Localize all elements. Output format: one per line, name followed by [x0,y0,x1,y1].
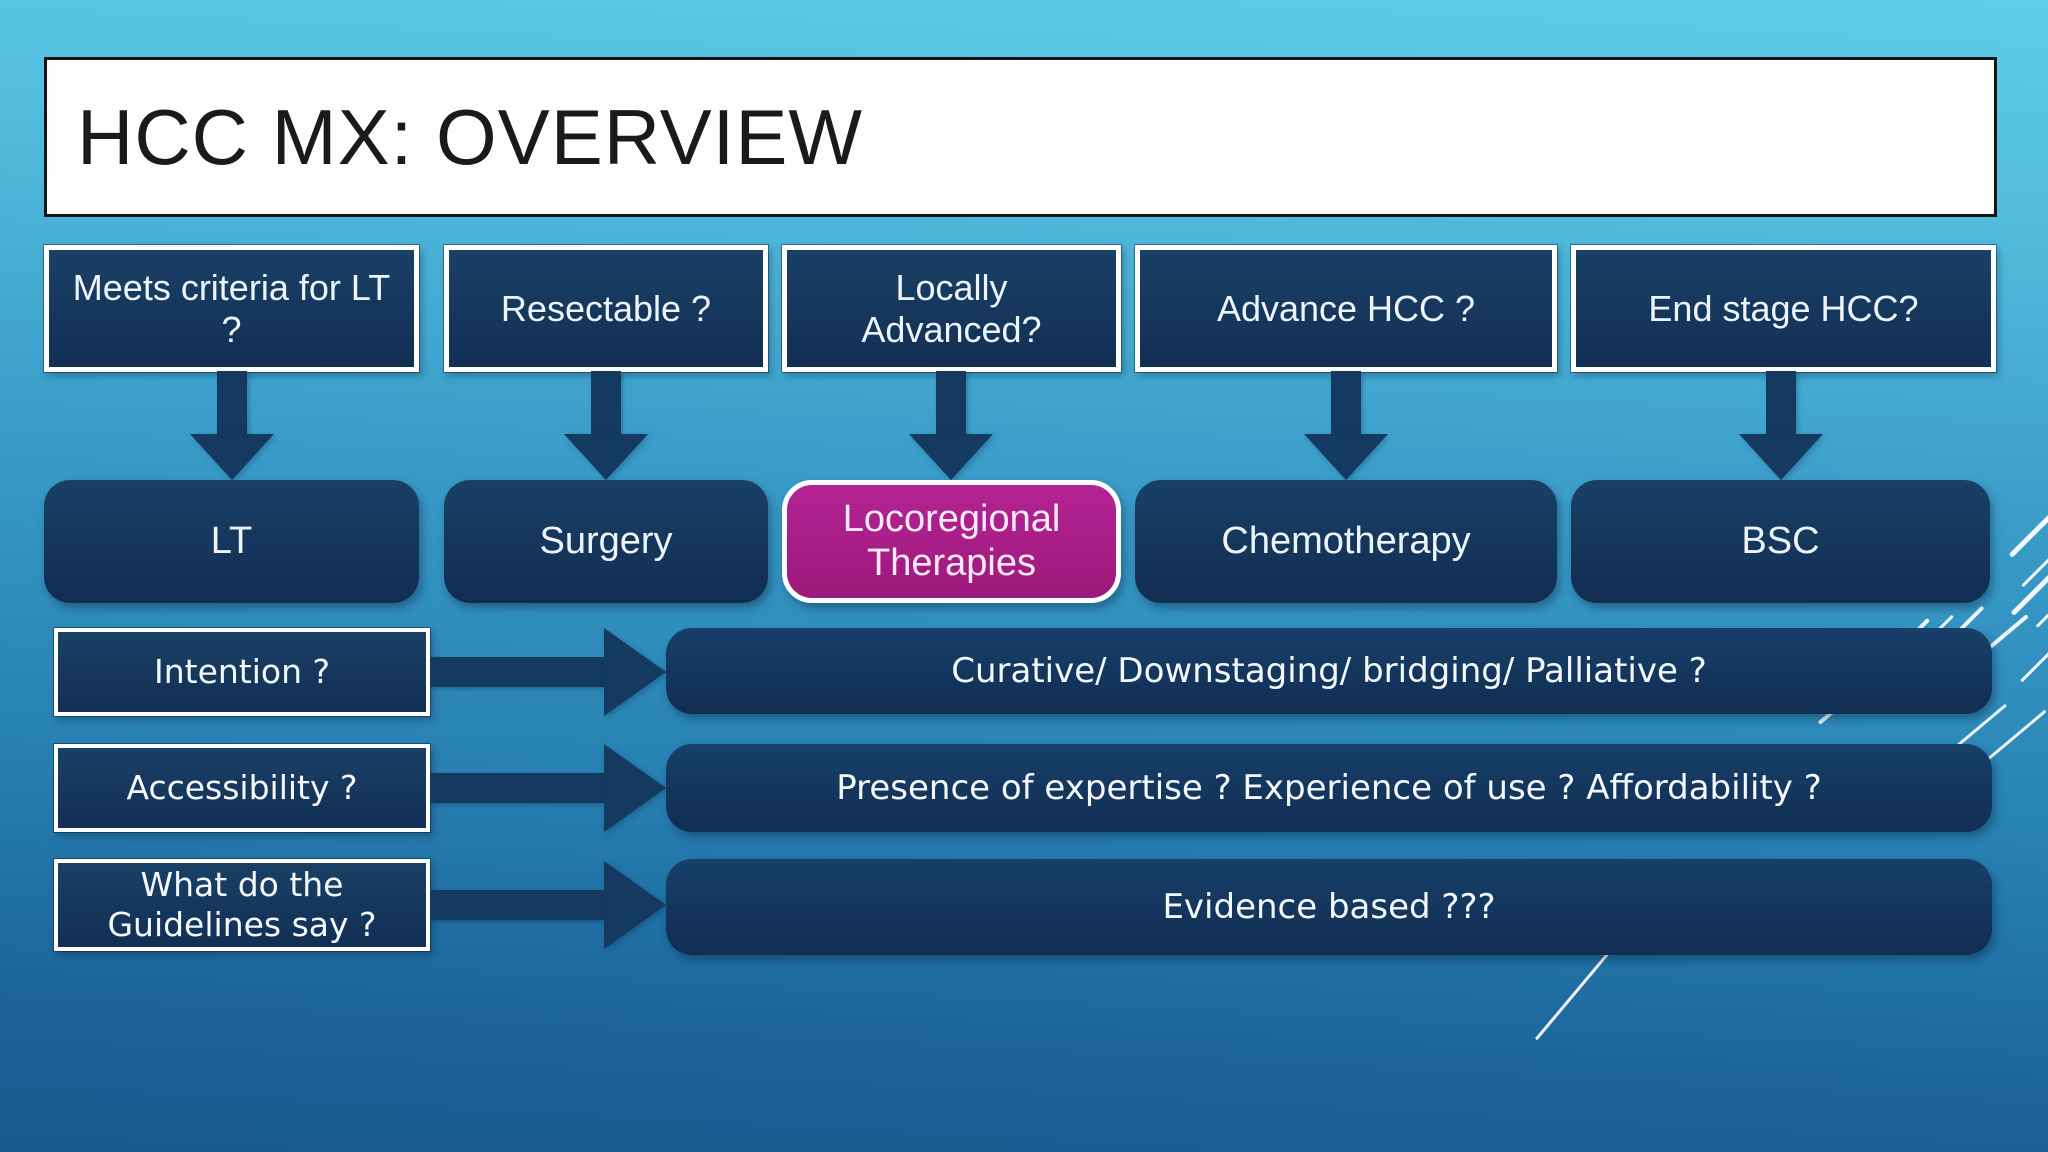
treatment-box: LT [44,480,419,603]
slide-title: HCC MX: OVERVIEW [77,92,863,181]
arrow-head [604,628,666,716]
consideration-detail: Presence of expertise ? Experience of us… [836,768,1822,808]
treatment-box: Chemotherapy [1135,480,1557,603]
consideration-label-box: Intention ? [54,628,430,716]
decorative-diagonal-line [1534,952,1610,1041]
arrow-shaft [1331,371,1361,434]
decorative-diagonal-line [2008,475,2048,558]
down-arrow-icon [1304,371,1388,481]
down-arrow-icon [564,371,648,481]
arrow-shaft [430,890,604,920]
treatment-label: Chemotherapy [1221,519,1471,562]
flow-question-box: End stage HCC? [1571,245,1996,372]
treatment-box: BSC [1571,480,1990,603]
right-arrow-icon [430,744,666,832]
consideration-label: Intention ? [153,652,331,692]
arrow-head [564,434,648,480]
consideration-detail-box: Evidence based ??? [666,859,1992,955]
consideration-label: What do the Guidelines say ? [107,865,377,944]
arrow-head [604,744,666,832]
flow-question-box: Meets criteria for LT ? [44,245,419,372]
arrow-shaft [936,371,966,434]
consideration-detail: Curative/ Downstaging/ bridging/ Palliat… [951,651,1707,691]
flow-question-label: End stage HCC? [1648,287,1919,329]
flow-question-box: Advance HCC ? [1135,245,1557,372]
arrow-head [604,861,666,949]
decorative-diagonal-line [2039,470,2048,528]
down-arrow-icon [190,371,274,481]
treatment-label: BSC [1741,519,1820,562]
consideration-label-box: What do the Guidelines say ? [54,859,430,951]
arrow-shaft [430,773,604,803]
flow-question-label: Meets criteria for LT ? [72,267,391,350]
consideration-detail: Evidence based ??? [1162,887,1496,927]
arrow-head [1304,434,1388,480]
arrow-head [1739,434,1823,480]
down-arrow-icon [1739,371,1823,481]
arrow-head [190,434,274,480]
right-arrow-icon [430,628,666,716]
treatment-label: Surgery [539,519,673,562]
arrow-head [909,434,993,480]
flow-question-label: Locally Advanced? [861,267,1042,350]
down-arrow-icon [909,371,993,481]
right-arrow-icon [430,861,666,949]
treatment-box-highlighted: Locoregional Therapies [782,480,1121,603]
arrow-shaft [1766,371,1796,434]
arrow-shaft [591,371,621,434]
arrow-shaft [217,371,247,434]
treatment-label: LT [210,519,253,562]
flow-question-box: Locally Advanced? [782,245,1121,372]
arrow-shaft [430,657,604,687]
treatment-label: Locoregional Therapies [842,497,1061,584]
consideration-detail-box: Curative/ Downstaging/ bridging/ Palliat… [666,628,1992,714]
decorative-diagonal-line [2020,616,2048,683]
consideration-label: Accessibility ? [126,768,358,808]
flow-question-label: Advance HCC ? [1216,287,1476,329]
title-box: HCC MX: OVERVIEW [44,57,1997,217]
consideration-label-box: Accessibility ? [54,744,430,832]
flow-question-label: Resectable ? [500,287,712,329]
flow-question-box: Resectable ? [444,245,768,372]
treatment-box: Surgery [444,480,768,603]
consideration-detail-box: Presence of expertise ? Experience of us… [666,744,1992,832]
